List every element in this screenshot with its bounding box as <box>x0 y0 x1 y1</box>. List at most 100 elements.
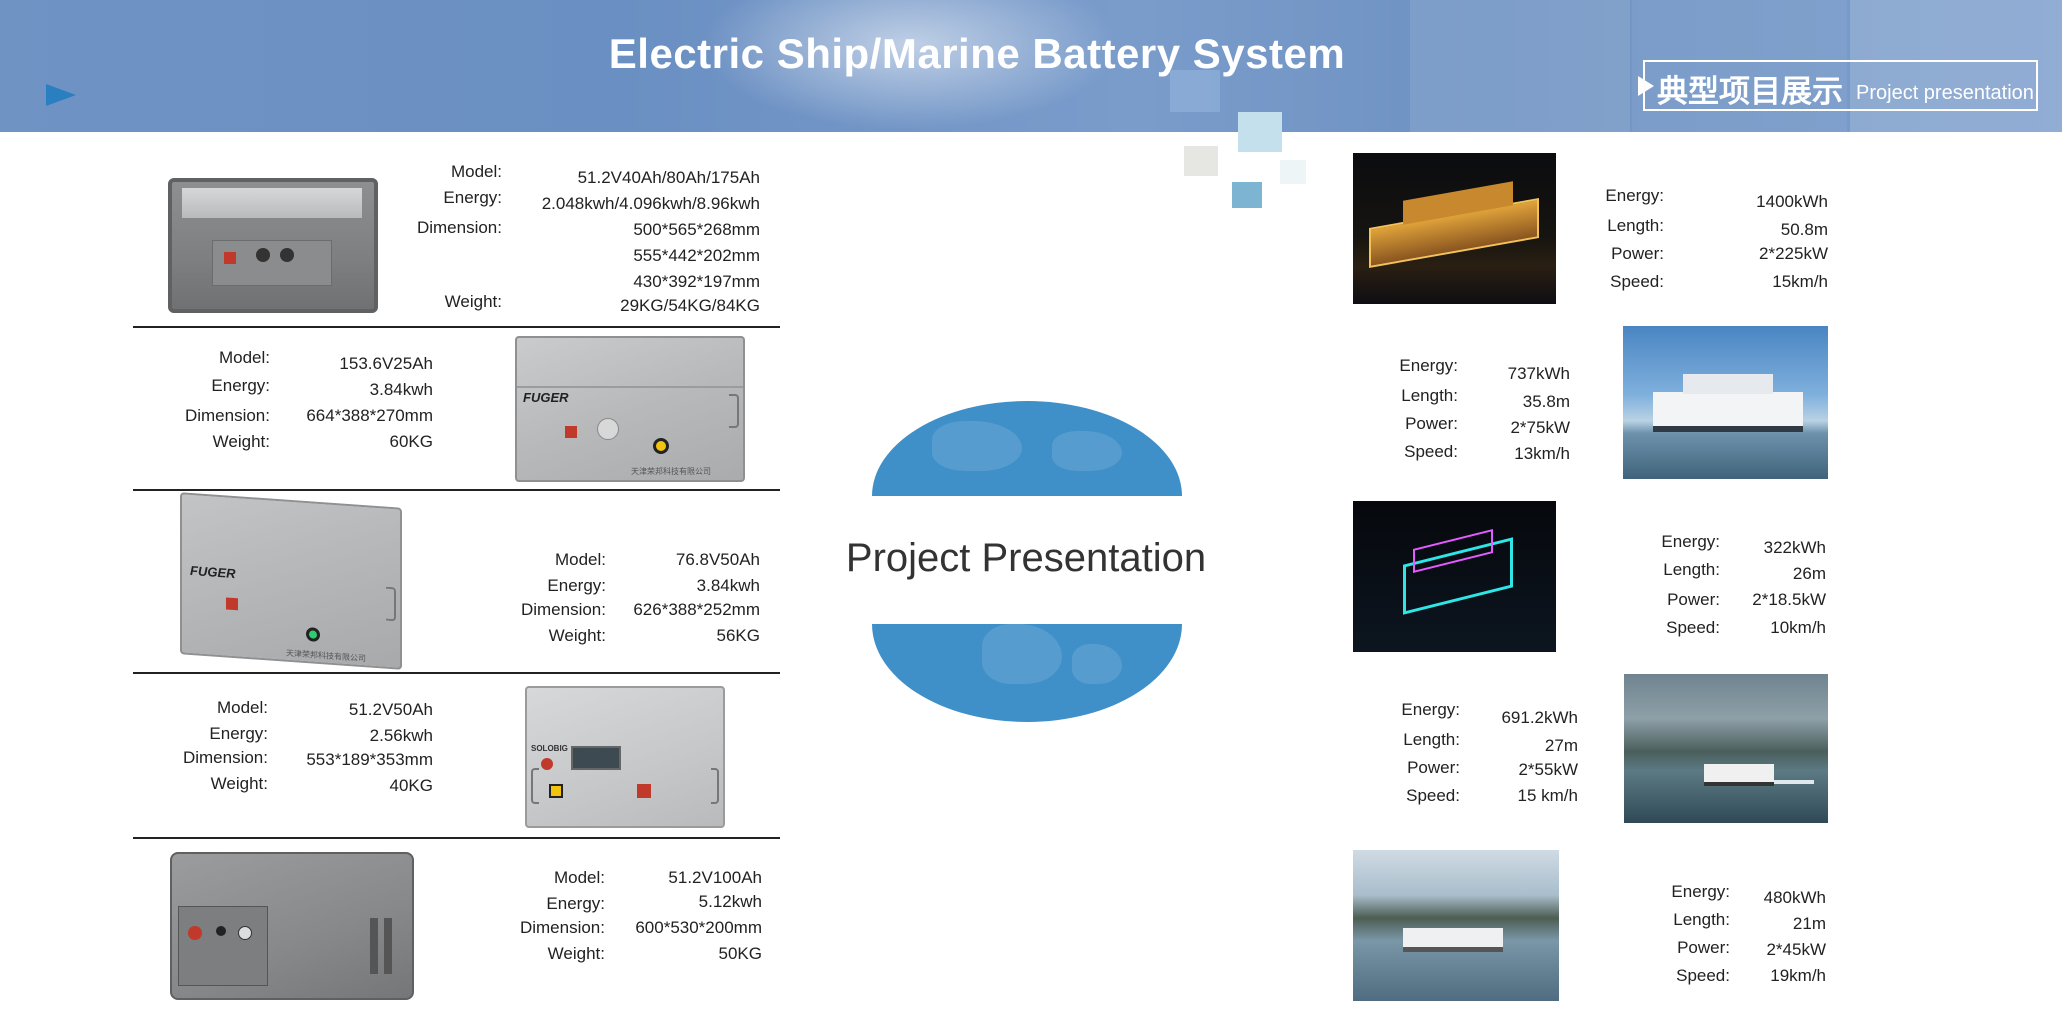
energy-value: 737kWh <box>1507 364 1570 383</box>
section-divider <box>133 489 780 491</box>
product-spec-1: Model: Energy: Dimension: Weight: 51.2V4… <box>400 160 780 320</box>
battery-vent <box>370 918 378 974</box>
product-spec-4: Model: Energy: Dimension: Weight: 51.2V5… <box>150 694 440 804</box>
speed-label: Speed: <box>1404 442 1458 461</box>
speed-value: 10km/h <box>1770 618 1826 637</box>
weight-value: 60KG <box>389 432 433 451</box>
weight-value: 50KG <box>718 944 762 963</box>
model-value: 76.8V50Ah <box>675 550 760 569</box>
battery-terminal <box>238 926 252 940</box>
energy-label: Energy: <box>546 894 605 913</box>
ship-spec-3: Energy: Length: Power: Speed: 322kWh 26m… <box>1620 532 1830 642</box>
speed-value: 15km/h <box>1772 272 1828 291</box>
battery-handle <box>386 586 396 622</box>
weight-value: 40KG <box>389 776 433 795</box>
energy-value: 3.84kwh <box>369 380 433 399</box>
product-spec-5: Model: Energy: Dimension: Weight: 51.2V1… <box>500 866 780 976</box>
length-value: 35.8m <box>1522 392 1570 411</box>
energy-label: Energy: <box>1399 356 1458 375</box>
power-label: Power: <box>1677 938 1730 957</box>
energy-value: 322kWh <box>1763 538 1826 557</box>
ship-deck <box>1683 374 1773 394</box>
model-label: Model: <box>216 698 268 717</box>
model-label: Model: <box>554 550 606 569</box>
maker-label: 天津荣邦科技有限公司 <box>286 648 366 664</box>
dimension-label: Dimension: <box>184 406 270 425</box>
section-divider <box>133 672 780 674</box>
model-value: 51.2V50Ah <box>348 700 433 719</box>
dimension-label: Dimension: <box>182 748 268 767</box>
battery-switch <box>541 758 553 770</box>
globe-bottom-graphic <box>872 624 1182 722</box>
deco-square <box>1280 160 1306 184</box>
speed-label: Speed: <box>1666 618 1720 637</box>
dimension-value: 430*392*197mm <box>633 272 760 291</box>
model-value: 51.2V100Ah <box>668 868 762 887</box>
dimension-value: 500*565*268mm <box>633 220 760 239</box>
ship-hull <box>1704 764 1774 786</box>
header-panel <box>1410 0 1630 132</box>
weight-value: 56KG <box>716 626 760 645</box>
badge-english-label: Project presentation <box>1856 82 2034 104</box>
battery-indicator <box>216 926 226 936</box>
energy-label: Energy: <box>443 188 502 207</box>
maker-label: 天津荣邦科技有限公司 <box>631 467 711 476</box>
length-value: 26m <box>1792 564 1826 583</box>
weight-label: Weight: <box>212 432 270 451</box>
battery-lid <box>182 188 362 218</box>
speed-value: 13km/h <box>1514 444 1570 463</box>
battery-product-image <box>170 852 414 1000</box>
dimension-label: Dimension: <box>519 918 605 937</box>
power-label: Power: <box>1667 590 1720 609</box>
energy-value: 480kWh <box>1763 888 1826 907</box>
length-value: 50.8m <box>1780 220 1828 239</box>
weight-label: Weight: <box>548 626 606 645</box>
energy-label: Energy: <box>1661 532 1720 551</box>
energy-label: Energy: <box>209 724 268 743</box>
brand-logo: FUGER <box>523 390 569 405</box>
section-divider <box>133 326 780 328</box>
model-value: 153.6V25Ah <box>339 354 433 373</box>
speed-value: 15 km/h <box>1517 786 1578 805</box>
deco-square <box>1232 182 1262 208</box>
brand-logo: SOLOBIG <box>531 744 568 753</box>
length-label: Length: <box>1403 730 1460 749</box>
deco-square <box>1238 112 1282 152</box>
weight-value: 29KG/54KG/84KG <box>620 296 760 315</box>
model-label: Model: <box>218 348 270 367</box>
product-spec-2: Model: Energy: Dimension: Weight: 153.6V… <box>150 346 440 456</box>
ship-hull <box>1653 392 1803 432</box>
battery-terminal <box>256 248 270 262</box>
project-badge: 典型项目展示 Project presentation <box>1638 60 2038 111</box>
battery-panel <box>178 906 268 986</box>
length-label: Length: <box>1663 560 1720 579</box>
model-value: 51.2V40Ah/80Ah/175Ah <box>577 168 760 187</box>
dimension-value: 553*189*353mm <box>306 750 433 769</box>
energy-label: Energy: <box>1605 186 1664 205</box>
dimension-value: 626*388*252mm <box>633 600 760 619</box>
dimension-value: 555*442*202mm <box>633 246 760 265</box>
length-label: Length: <box>1607 216 1664 235</box>
battery-handle <box>531 768 539 804</box>
speed-label: Speed: <box>1676 966 1730 985</box>
speed-label: Speed: <box>1610 272 1664 291</box>
deco-square <box>1170 70 1220 112</box>
battery-handle <box>729 394 739 428</box>
dimension-value: 664*388*270mm <box>306 406 433 425</box>
ship-photo-lake-ferry <box>1624 674 1828 823</box>
ship-photo-night-cruise <box>1353 153 1556 304</box>
dimension-label: Dimension: <box>416 218 502 237</box>
deco-square <box>1184 146 1218 176</box>
energy-value: 1400kWh <box>1756 192 1828 211</box>
energy-label: Energy: <box>1401 700 1460 719</box>
battery-terminal <box>653 438 669 454</box>
page-title: Electric Ship/Marine Battery System <box>608 30 1346 77</box>
ship-hull <box>1403 928 1503 952</box>
play-icon <box>46 84 76 106</box>
badge-chinese-label: 典型项目展示 <box>1657 74 1843 109</box>
battery-product-image: FUGER 天津荣邦科技有限公司 <box>180 492 402 670</box>
model-label: Model: <box>553 868 605 887</box>
battery-product-image: FUGER 天津荣邦科技有限公司 <box>515 336 745 482</box>
battery-terminal <box>637 784 651 798</box>
battery-display <box>571 746 621 770</box>
